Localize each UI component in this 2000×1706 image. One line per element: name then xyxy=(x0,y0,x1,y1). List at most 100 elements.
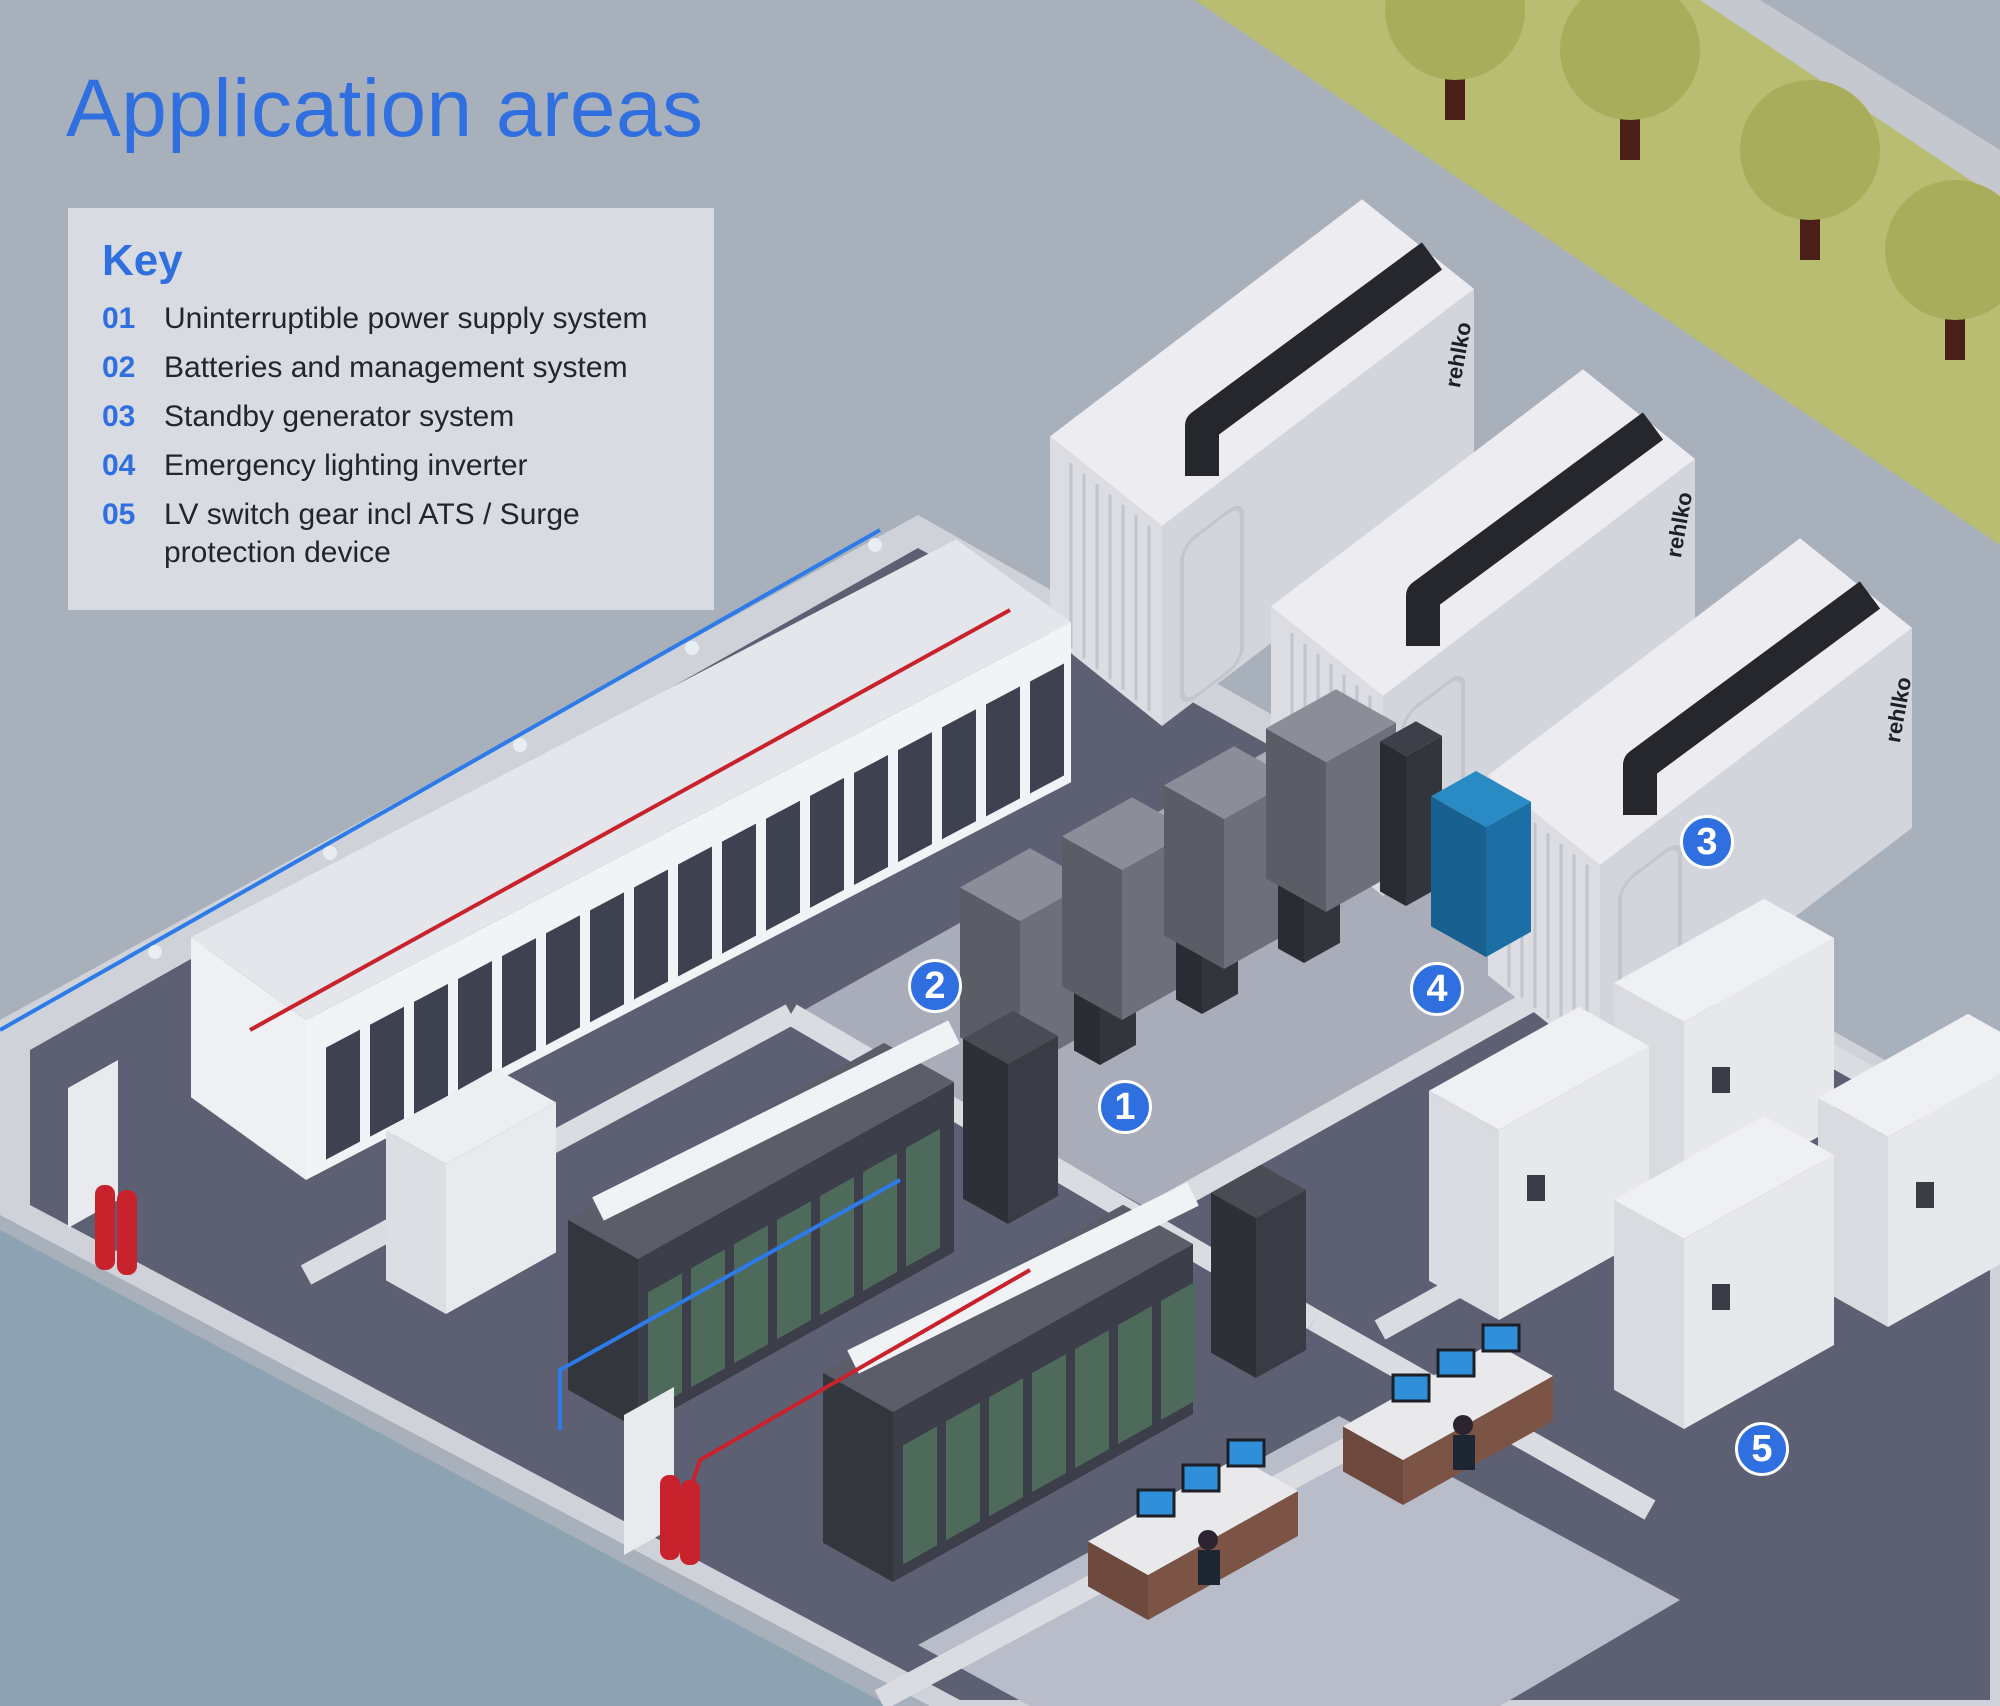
server-rack-panel xyxy=(903,1426,937,1565)
ups-cabinet-small-front xyxy=(446,1102,556,1314)
server-rack-panel xyxy=(734,1225,768,1364)
ups-cabinet-small-side xyxy=(386,1130,446,1314)
server-rack-panel xyxy=(1118,1306,1152,1444)
page-title: Application areas xyxy=(66,63,704,154)
badge-3-generator[interactable]: 3 xyxy=(1680,815,1734,869)
exhaust-duct xyxy=(1185,242,1443,476)
pipe-nozzle xyxy=(868,538,882,552)
exhaust-duct xyxy=(1406,412,1664,646)
key-number: 02 xyxy=(102,351,136,384)
battery-rack-top xyxy=(1164,746,1294,819)
key-number: 01 xyxy=(102,302,136,335)
red-pipe xyxy=(249,608,1011,1032)
ups-cabinet-front xyxy=(1256,1190,1306,1378)
battery-rack-top xyxy=(960,848,1090,921)
key-label: Emergency lighting inverter xyxy=(164,449,528,482)
server-rack-panel xyxy=(648,1273,682,1412)
server-rack-panel xyxy=(1032,1354,1066,1493)
server-rack-panel xyxy=(1075,1330,1109,1469)
monitor xyxy=(1226,1438,1266,1468)
blue-pipe xyxy=(558,1178,901,1430)
switchgear-display xyxy=(1527,1175,1545,1201)
server-rack-door xyxy=(414,983,448,1114)
key-number: 04 xyxy=(102,449,136,482)
exhaust-duct xyxy=(1623,581,1881,815)
generator-side xyxy=(1050,436,1162,726)
battery-rack-top xyxy=(1266,689,1396,762)
monitor xyxy=(1391,1373,1431,1403)
pipe-nozzle xyxy=(513,738,527,752)
ups-cabinet-top xyxy=(1211,1164,1306,1218)
key-number: 03 xyxy=(102,400,136,433)
server-rack-panel xyxy=(777,1201,811,1340)
key-label: Uninterruptible power supply system xyxy=(164,302,648,335)
server-rack-panel xyxy=(1161,1281,1195,1420)
emergency-lighting-inverter-top xyxy=(1431,771,1531,827)
lv-switchgear-front xyxy=(1684,1155,1834,1429)
pipe-nozzle xyxy=(323,846,337,860)
control-desk-front xyxy=(1148,1491,1298,1620)
server-rack-panel xyxy=(820,1177,854,1316)
fire-extinguisher xyxy=(117,1190,137,1275)
battery-management-cabinet-side xyxy=(1380,741,1406,906)
red-pipe xyxy=(688,1268,1031,1491)
tree-canopy xyxy=(1740,80,1880,220)
ups-cabinet-top xyxy=(963,1010,1058,1064)
badge-2-batteries[interactable]: 2 xyxy=(908,959,962,1013)
tree-canopy xyxy=(1385,0,1525,80)
server-rack-door xyxy=(898,732,932,863)
lv-switchgear-top xyxy=(1614,898,1834,1022)
tree-canopy xyxy=(1560,0,1700,120)
server-rack-panel xyxy=(946,1402,980,1541)
server-rack-door xyxy=(766,800,800,931)
key-label: Standby generator system xyxy=(164,400,515,433)
ups-cabinet-front xyxy=(1008,1036,1058,1224)
ups-cabinet-side xyxy=(963,1038,1008,1224)
server-rack-door xyxy=(634,869,668,1000)
monitor xyxy=(1481,1323,1521,1353)
cooling-duct xyxy=(592,1020,960,1221)
lv-switchgear-front xyxy=(1888,1074,2000,1327)
server-row-1-side xyxy=(568,1219,638,1429)
badge-5-switchgear[interactable]: 5 xyxy=(1735,1422,1789,1476)
server-rack-door xyxy=(854,755,888,886)
lv-switchgear-top xyxy=(1429,1006,1649,1130)
server-rack-door xyxy=(722,823,756,954)
control-desk-top xyxy=(1088,1457,1298,1575)
cooling-duct xyxy=(847,1182,1199,1374)
badge-4-inverter[interactable]: 4 xyxy=(1410,962,1464,1016)
key-heading: Key xyxy=(102,236,183,285)
server-rack-door xyxy=(370,1006,404,1137)
battery-rack-side xyxy=(1164,785,1224,969)
control-room-floor xyxy=(918,1416,1680,1706)
key-item-01: 01 Uninterruptible power supply system xyxy=(102,300,680,338)
tree-canopy xyxy=(1885,180,2000,320)
monitor xyxy=(1136,1488,1176,1518)
key-number: 05 xyxy=(102,498,136,531)
server-rack-door xyxy=(810,777,844,908)
battery-rack-front xyxy=(1326,722,1396,912)
key-label: LV switch gear incl ATS / Surge protecti… xyxy=(164,498,580,569)
server-rack-door xyxy=(942,709,976,840)
pipe-nozzle xyxy=(148,945,162,959)
lv-switchgear-side xyxy=(1429,1090,1499,1320)
control-desk-side xyxy=(1343,1426,1403,1505)
server-row-main-side xyxy=(191,937,306,1180)
monitor xyxy=(1436,1348,1476,1378)
fire-extinguisher xyxy=(660,1475,680,1560)
battery-management-cabinet-top xyxy=(1380,721,1442,756)
badge-1-ups[interactable]: 1 xyxy=(1098,1080,1152,1134)
server-row-2-top xyxy=(823,1204,1193,1412)
monitor xyxy=(1181,1463,1221,1493)
battery-rack-side xyxy=(1062,836,1122,1020)
server-rack-panel xyxy=(691,1249,725,1388)
server-rack-panel xyxy=(863,1153,897,1291)
server-rack-door xyxy=(502,938,536,1069)
server-rack-door xyxy=(458,960,492,1091)
lv-switchgear-front xyxy=(1499,1046,1649,1320)
server-rack-door xyxy=(546,915,580,1046)
key-item-04: 04 Emergency lighting inverter xyxy=(102,447,680,485)
key-legend: Key 01 Uninterruptible power supply syste… xyxy=(68,208,714,610)
battery-rack-side xyxy=(1266,728,1326,912)
